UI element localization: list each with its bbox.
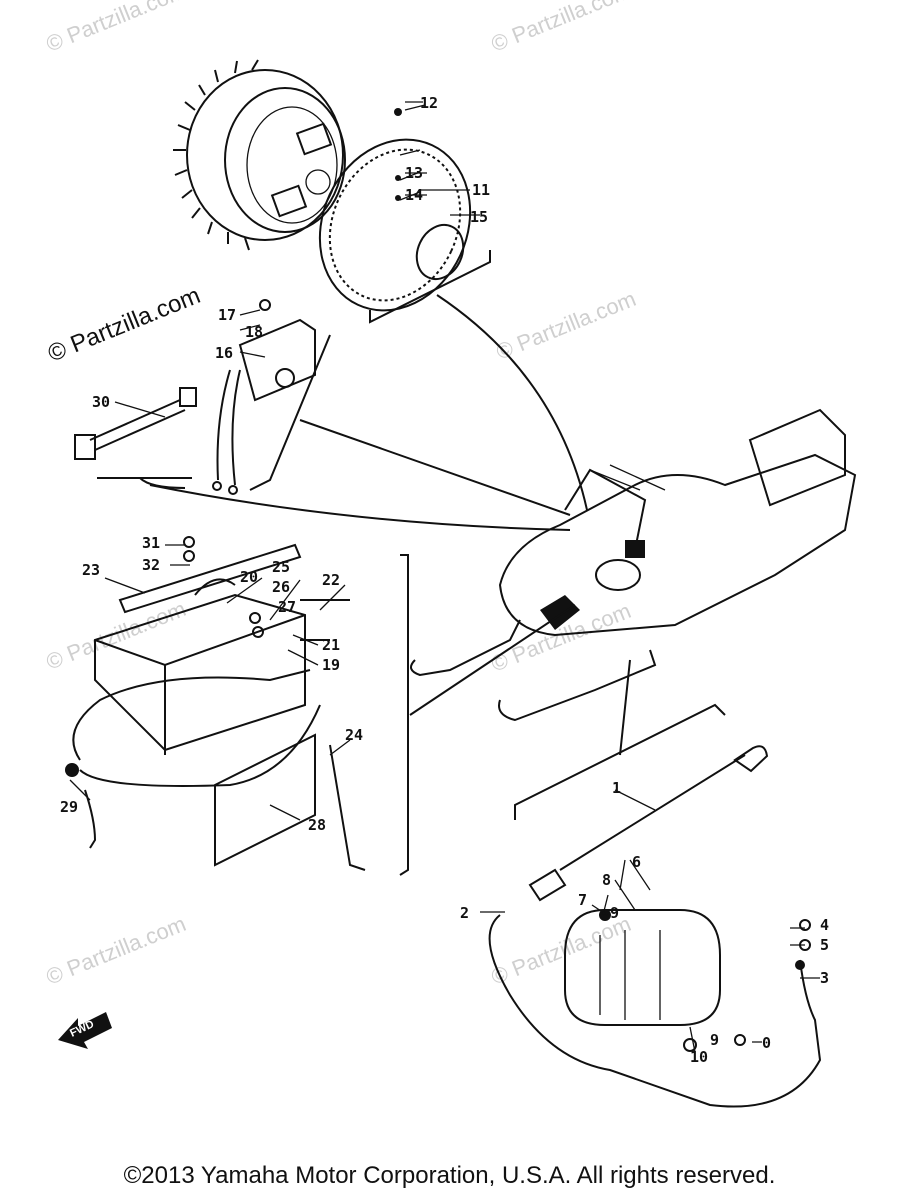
callout-22: 22 — [322, 571, 340, 589]
callout-5: 5 — [820, 936, 829, 954]
callout-6: 6 — [632, 853, 641, 871]
callout-27: 27 — [278, 598, 296, 616]
callout-2: 2 — [460, 904, 469, 922]
callout-32: 32 — [142, 556, 160, 574]
flywheel-drawing — [173, 59, 346, 251]
callout-31: 31 — [142, 534, 160, 552]
watermarks: © Partzilla.com © Partzilla.com © Partzi… — [43, 0, 640, 990]
watermark: © Partzilla.com — [43, 911, 190, 990]
watermark: © Partzilla.com — [488, 0, 635, 57]
watermark: © Partzilla.com — [493, 286, 640, 365]
forward-arrow-icon: FWD — [58, 1012, 112, 1049]
watermark: © Partzilla.com — [488, 911, 635, 990]
callout-16: 16 — [215, 344, 233, 362]
callout-26: 26 — [272, 578, 290, 596]
callout-9: 9 — [610, 904, 619, 922]
starter-drawing — [488, 745, 822, 1108]
callout-1: 1 — [612, 779, 621, 797]
callout-3: 3 — [820, 969, 829, 987]
callout-7: 7 — [578, 891, 587, 909]
callout-14: 14 — [405, 186, 423, 204]
leader-lines — [69, 101, 820, 1053]
callout-12: 12 — [420, 94, 438, 112]
ring-gear-drawing — [318, 104, 491, 324]
callouts: 12 13 14 11 15 17 18 16 30 31 32 23 20 2… — [60, 94, 829, 1066]
copyright-notice: ©2013 Yamaha Motor Corporation, U.S.A. A… — [123, 1162, 776, 1189]
callout-15: 15 — [470, 208, 488, 226]
callout-29: 29 — [60, 798, 78, 816]
callout-24: 24 — [345, 726, 363, 744]
callout-18: 18 — [245, 323, 263, 341]
callout-30: 30 — [92, 393, 110, 411]
battery-drawing — [65, 536, 366, 871]
callout-0: 0 — [762, 1034, 771, 1052]
callout-11: 11 — [472, 181, 490, 199]
snowmobile-drawing — [410, 408, 857, 722]
callout-21: 21 — [322, 636, 340, 654]
callout-9b: 9 — [710, 1031, 719, 1049]
regulator-drawing — [74, 299, 331, 495]
callout-19: 19 — [322, 656, 340, 674]
callout-10: 10 — [690, 1048, 708, 1066]
connector-lines — [149, 294, 726, 876]
callout-8: 8 — [602, 871, 611, 889]
callout-20: 20 — [240, 568, 258, 586]
callout-28: 28 — [308, 816, 326, 834]
callout-17: 17 — [218, 306, 236, 324]
callout-25: 25 — [272, 558, 290, 576]
callout-23: 23 — [82, 561, 100, 579]
callout-4: 4 — [820, 916, 829, 934]
watermark-dark: © Partzilla.com — [44, 282, 204, 368]
watermark: © Partzilla.com — [43, 596, 190, 675]
callout-13: 13 — [405, 164, 423, 182]
watermark: © Partzilla.com — [43, 0, 190, 57]
